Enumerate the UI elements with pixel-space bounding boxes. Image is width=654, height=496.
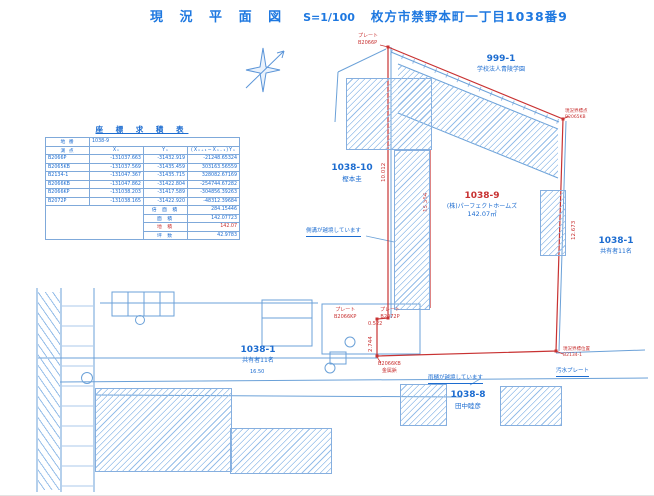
note-encroach-mid: 側溝が越境しています [306,228,361,238]
parcel-1038-9: 1038-9 (株)パーフェクトホームズ 142.07㎡ [432,191,532,219]
lot-row: 地 番 1038-9 [45,137,241,147]
coord-row: B2072P -131038.165 -31422.920 -48312.396… [45,196,241,206]
x: -131038.203 [89,188,144,198]
parcel-1038-8: 1038-8 田中睦彦 [450,390,486,410]
pt: B2066P [45,154,90,164]
marker-b2134-1: 現況界標位置 B2134-1 [563,347,590,358]
pt: B2134-1 [45,171,90,181]
x: -131047.367 [89,171,144,181]
y: -31435.715 [143,171,188,181]
empty-cell [45,205,144,240]
parcel-1038-10: 1038-10 樫本圭 [331,163,373,183]
pt: B2066KB [45,179,90,189]
x: -131037.663 [89,154,144,164]
coord-row: B2134-1 -131047.367 -31435.715 328082.67… [45,171,241,181]
y: -31435.459 [143,162,188,172]
marker-pin-kb: B2066KB 金属鋲 [378,361,401,374]
drawing-title: 現 況 平 面 図 [150,10,288,25]
hatch-building-1038-8-left [400,384,447,426]
note-encroach-bottom: 雨樋が越境しています [428,375,483,385]
v: -304856.39263 [186,188,241,198]
v: 328082.67169 [186,171,241,181]
parcel-1038-9-owner: (株)パーフェクトホームズ [446,202,518,210]
marker-sewer-plate: 汚水プレート [556,368,590,378]
hatch-strip-west [394,150,430,310]
dim-right: 12.673 [571,220,577,240]
coordinate-table-title: 座 標 求 積 表 [95,125,189,134]
parcel-1038-1-right: 1038-1 共有者11名 [598,236,634,255]
summary-row: 坪 数 42.9783 [46,230,241,240]
marker-top-right: 現況界標点 B2065KB [565,109,588,120]
hatch-band-right-edge [540,190,566,256]
lot-label: 地 番 [45,137,90,147]
y: -31417.589 [143,188,188,198]
parcel-1038-9-area: 142.07㎡ [467,210,497,219]
parcel-1038-9-id: 1038-9 [464,191,500,201]
marker-plate-kp: プレート B2066KP [334,307,357,320]
x: -131038.165 [89,196,144,206]
lot-value: 1038-9 [88,137,241,147]
summary-row: 倍 面 積 284.15446 [45,205,241,240]
hatch-building-1038-8-right [500,386,562,426]
road-lines [36,235,649,492]
parcel-boundary [375,44,570,364]
v: -48312.39684 [186,196,241,206]
pt: B2072P [45,196,90,206]
marker-top-plate: プレート B2066P [358,33,379,46]
drawing-scale: S=1/100 [303,11,355,24]
coordinate-table: 座 標 求 積 表 地 番 1038-9 測 点 Xₙ Yₙ (Xₙ₊₁−Xₙ₋… [45,124,241,240]
x: -131037.569 [89,162,144,172]
pt: B2066KP [45,188,90,198]
dim-west: 10.012 [381,163,387,182]
v: -21248.65324 [186,154,241,164]
header-row: 測 点 Xₙ Yₙ (Xₙ₊₁−Xₙ₋₁)Yₙ [45,145,241,155]
drawing-address: 枚方市禁野本町一丁目1038番9 [370,9,568,24]
y: -31422.804 [143,179,188,189]
y: -31432.919 [143,154,188,164]
marker-plate-72: プレート B2072P [380,307,401,320]
hatch-road-slope [38,292,60,490]
pt: B2065KB [45,162,90,172]
dim-road: 16.50 [250,369,265,375]
v: -254744.67282 [186,179,241,189]
north-arrow-icon [245,47,285,93]
coord-row: B2066KP -131038.203 -31417.589 -304856.3… [45,188,241,198]
parcel-999-1: 999-1 学校法人青陵学園 [476,54,525,73]
dim-plate-gap: 0.522 [368,321,383,327]
coord-row: B2065KB -131037.569 -31435.459 303163.56… [45,162,241,172]
dim-plate-drop: 2.744 [368,336,374,352]
hatch-building-bottom-left [95,388,232,472]
coord-row: B2066P -131037.663 -31432.919 -21248.653… [45,154,241,164]
v: 303163.56559 [186,162,241,172]
hatch-building-bottom-center [230,428,332,474]
parcel-1038-1-bottom: 1038-1 共有者11名 [240,345,276,364]
page-title: 現 況 平 面 図 S=1/100 枚方市禁野本町一丁目1038番9 [150,6,568,25]
x: -131047.862 [89,179,144,189]
coord-row: B2066KB -131047.862 -31422.804 -254744.6… [45,179,241,189]
y: -31422.920 [143,196,188,206]
